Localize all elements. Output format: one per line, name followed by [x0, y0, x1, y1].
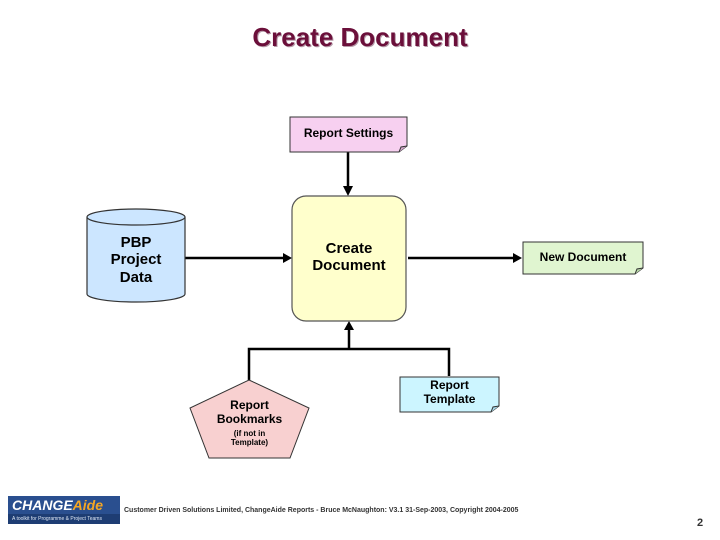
new-document-fold: [634, 267, 644, 275]
logo-brand-main: CHANGE: [12, 497, 73, 513]
pbp-data-line-2: Project: [110, 251, 162, 269]
changeaide-logo: CHANGEAide A toolkit for Programme & Pro…: [8, 496, 120, 524]
pbp-data-line-3: Data: [119, 268, 153, 286]
pbp-data-line-1: PBP: [120, 234, 152, 251]
create-document-line-2: Document: [312, 257, 386, 275]
report-settings-label: Report Settings: [303, 126, 394, 140]
footer-copyright: Customer Driven Solutions Limited, Chang…: [124, 507, 519, 514]
report-template-fold: [490, 405, 500, 413]
logo-brand-accent: Aide: [72, 497, 104, 513]
connectors: [185, 152, 515, 383]
report-template-label: Report Template: [400, 378, 499, 407]
report-settings-fold: [398, 145, 408, 153]
arrowhead-data: [283, 253, 292, 263]
report-bookmarks-line-1: Report: [230, 398, 269, 412]
logo-wordmark: CHANGEAide: [8, 496, 120, 514]
arrowhead-inputs: [344, 321, 354, 330]
arrowhead-settings: [343, 186, 353, 196]
connector-bracket: [247, 347, 451, 383]
create-document-line-1: Create: [325, 240, 373, 257]
pbp-data-label: PBP Project Data: [87, 234, 185, 286]
new-document-label: New Document: [539, 250, 627, 264]
create-document-box: [291, 195, 407, 322]
report-bookmarks-line-2: Bookmarks: [216, 411, 283, 426]
report-bookmarks-label: Report Bookmarks (if not in Template): [190, 398, 309, 447]
report-bookmarks-pentagon: [189, 379, 310, 459]
page-title: Create Document: [252, 22, 468, 52]
page-number: 2: [697, 517, 704, 529]
logo-tagline: A toolkit for Programme & Project Teams: [8, 514, 120, 524]
report-template-line-2: Template: [423, 391, 476, 406]
arrowhead-new: [513, 253, 522, 263]
arrowheads: [283, 186, 522, 330]
create-document-label: Create Document: [292, 240, 406, 275]
pbp-data-cylinder: [86, 208, 186, 303]
report-bookmarks-note-2: Template): [230, 437, 269, 447]
report-template-line-1: Report: [430, 378, 469, 392]
report-bookmarks-note-1: (if not in: [233, 428, 266, 438]
